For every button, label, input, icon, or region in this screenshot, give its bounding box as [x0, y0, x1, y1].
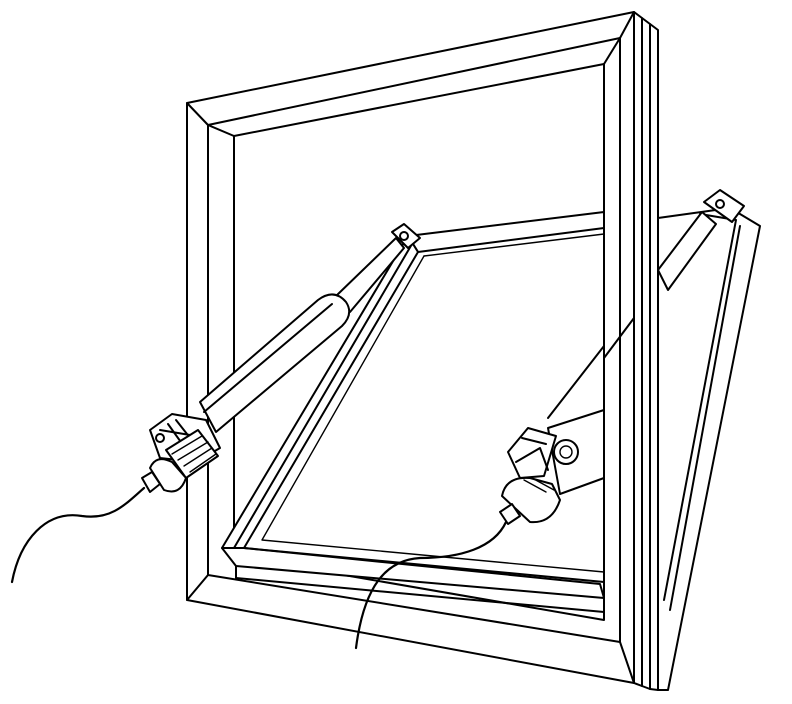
left-end-cap — [149, 458, 187, 493]
right-mount-bolt — [553, 439, 579, 465]
left-linear-actuator — [141, 223, 421, 493]
left-top-pivot — [399, 231, 409, 241]
outer-window-frame — [186, 11, 659, 691]
open-sash — [221, 207, 761, 691]
right-motor-body — [501, 476, 561, 524]
left-cable-gland — [141, 471, 161, 493]
left-power-cable — [10, 486, 146, 584]
right-linear-actuator — [499, 189, 745, 525]
left-actuator-tube — [199, 293, 351, 433]
right-power-cable — [354, 520, 508, 650]
right-cable-gland — [499, 503, 521, 525]
